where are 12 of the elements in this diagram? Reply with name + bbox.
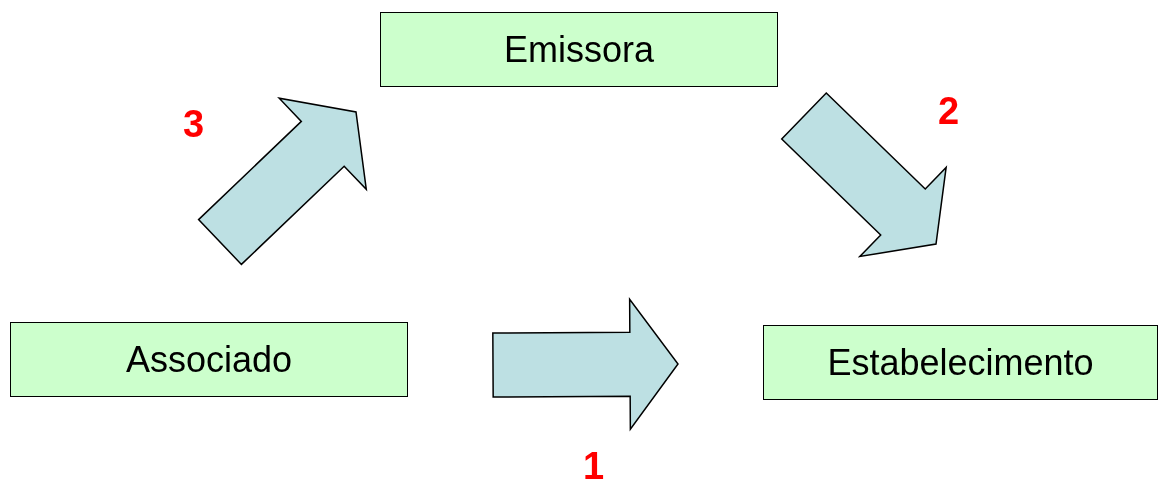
edge-label: 3	[183, 105, 205, 143]
block-arrow	[492, 297, 679, 432]
edge-label: 1	[583, 447, 605, 481]
process-box	[10, 322, 408, 397]
process-box	[380, 12, 778, 87]
box-label: Associado	[125, 338, 293, 381]
block-arrow	[780, 91, 948, 258]
process-box	[763, 325, 1158, 400]
box-label: Emissora	[504, 28, 654, 71]
box-label: Estabelecimento	[827, 341, 1094, 384]
block-arrow	[197, 97, 368, 266]
edge-label: 2	[938, 92, 960, 130]
